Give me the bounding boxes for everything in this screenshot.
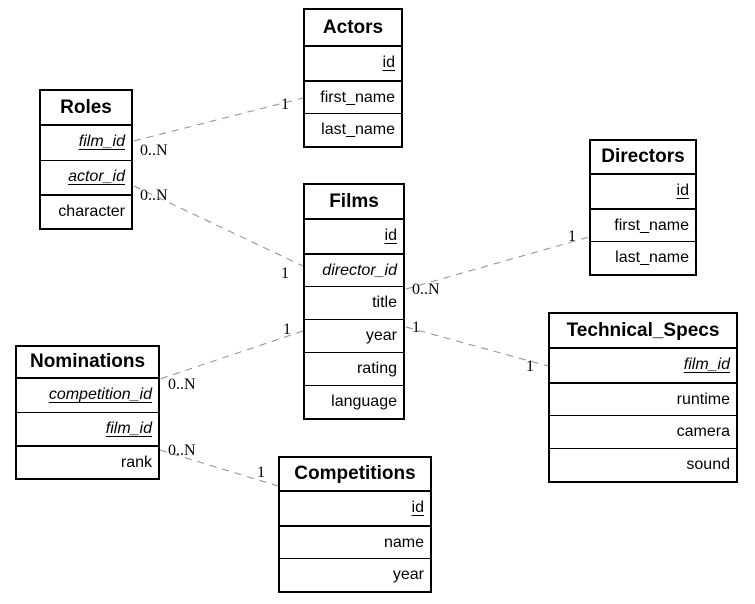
entity-field-film_id: film_id (78, 133, 125, 150)
entity-title: Actors (305, 10, 401, 47)
entity-field-last_name: last_name (591, 241, 695, 274)
cardinality-label-nominations-competitions: 0..N (168, 442, 196, 459)
entity-field-year: year (305, 319, 403, 352)
relationship-line-roles-films (133, 185, 304, 267)
cardinality-label-films-nominations: 1 (283, 321, 291, 338)
entity-title: Directors (591, 141, 695, 175)
entity-title: Competitions (280, 458, 430, 492)
entity-field-id: id (411, 499, 424, 516)
entity-field-first_name: first_name (305, 80, 401, 113)
entity-title: Roles (41, 91, 131, 126)
entity-field-rank: rank (17, 445, 158, 478)
cardinality-label-roles-actors: 1 (281, 96, 289, 113)
relationship-line-films-nominations (159, 330, 304, 380)
relationship-line-films-directors (405, 236, 590, 290)
entity-field-id: id (384, 227, 397, 244)
entity-field-film_id: film_id (17, 412, 158, 445)
cardinality-label-films-directors: 0..N (412, 281, 440, 298)
entity-field-sound: sound (550, 448, 736, 481)
cardinality-label-roles-films: 0..N (140, 187, 168, 204)
entity-field-actor_id: actor_id (41, 160, 131, 194)
entity-field-competition_id: competition_id (48, 386, 152, 403)
relationship-line-roles-actors (133, 97, 304, 142)
cardinality-label-films-nominations: 0..N (168, 376, 196, 393)
entity-title: Nominations (17, 347, 158, 379)
cardinality-label-roles-films: 1 (281, 265, 289, 282)
entity-field-camera: camera (550, 415, 736, 448)
entity-field-language: language (305, 385, 403, 418)
cardinality-label-films-directors: 1 (568, 228, 576, 245)
entity-field-runtime: runtime (550, 382, 736, 415)
entity-field-first_name: first_name (591, 208, 695, 241)
cardinality-label-nominations-competitions: 1 (257, 464, 265, 481)
relationship-line-films-technical_specs (405, 326, 549, 367)
entity-field-last_name: last_name (305, 113, 401, 146)
entity-field-rating: rating (305, 352, 403, 385)
entity-field-director_id: director_id (305, 253, 403, 286)
entity-field-id: id (382, 54, 395, 71)
cardinality-label-roles-actors: 0..N (140, 142, 168, 159)
cardinality-label-films-technical_specs: 1 (412, 319, 420, 336)
entity-title: Films (305, 185, 403, 220)
entity-field-id: id (676, 182, 689, 199)
entity-field-year: year (280, 558, 430, 591)
entity-field-title: title (305, 286, 403, 319)
entity-field-name: name (280, 525, 430, 558)
entity-title: Technical_Specs (550, 314, 736, 349)
cardinality-label-films-technical_specs: 1 (526, 358, 534, 375)
entity-field-character: character (41, 194, 131, 228)
entity-field-film_id: film_id (683, 356, 730, 373)
